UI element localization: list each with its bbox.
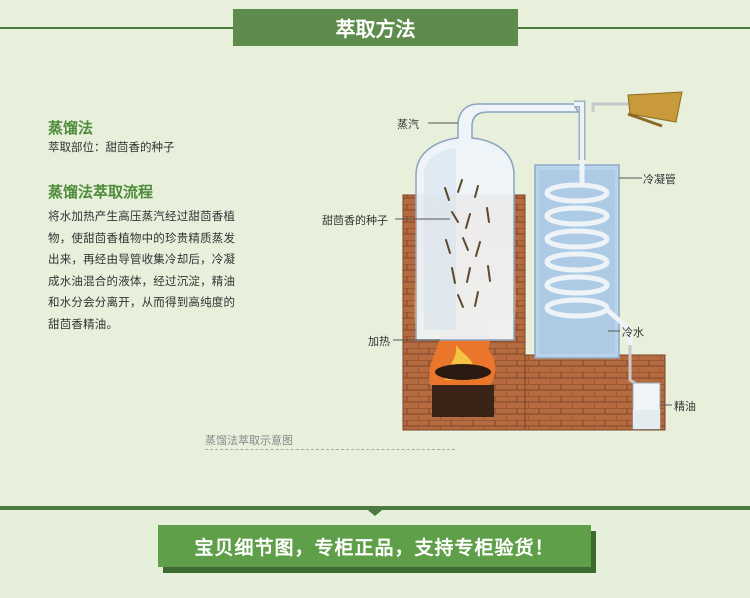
process-line: 成水油混合的液体，经过沉淀，精油 <box>48 273 236 288</box>
section-title-process: 蒸馏法萃取流程 <box>48 183 154 201</box>
label-seeds: 甜茴香的种子 <box>322 214 388 227</box>
footer-notch <box>363 506 387 516</box>
distillation-flask <box>415 103 580 341</box>
section-title-method: 蒸馏法 <box>48 119 94 137</box>
label-condenser: 冷凝管 <box>643 173 676 186</box>
process-line: 和水分会分离开，从而得到高纯度的 <box>48 295 236 309</box>
distillation-diagram <box>393 91 683 431</box>
label-heat: 加热 <box>368 335 390 348</box>
process-line: 将水加热产生高压蒸汽经过甜茴香植 <box>48 209 236 223</box>
process-line: 物，使甜茴香植物中的珍贵精质蒸发 <box>48 230 236 245</box>
process-line: 出来，再经由导管收集冷却后，冷凝 <box>48 252 236 266</box>
label-cold-water: 冷水 <box>622 326 644 339</box>
oil-collection-bottle <box>628 345 661 430</box>
fennel-seeds <box>444 179 491 308</box>
label-essential-oil: 精油 <box>674 400 696 413</box>
water-inlet <box>591 91 683 128</box>
process-line: 甜茴香精油。 <box>48 316 119 331</box>
extraction-part-text: 萃取部位：甜茴香的种子 <box>48 140 175 154</box>
vapor-pipe <box>574 100 586 160</box>
caption-divider <box>205 449 455 450</box>
process-description: 将水加热产生高压蒸汽经过甜茴香植 物，使甜茴香植物中的珍贵精质蒸发 出来，再经由… <box>48 206 258 335</box>
page-title: 萃取方法 <box>233 9 518 46</box>
label-steam: 蒸汽 <box>397 118 419 131</box>
detail-banner: 宝贝细节图，专柜正品，支持专柜验货！ <box>158 525 591 567</box>
diagram-caption: 蒸馏法萃取示意图 <box>205 434 293 447</box>
coal-pile <box>432 364 494 417</box>
condenser-coil <box>544 160 633 345</box>
